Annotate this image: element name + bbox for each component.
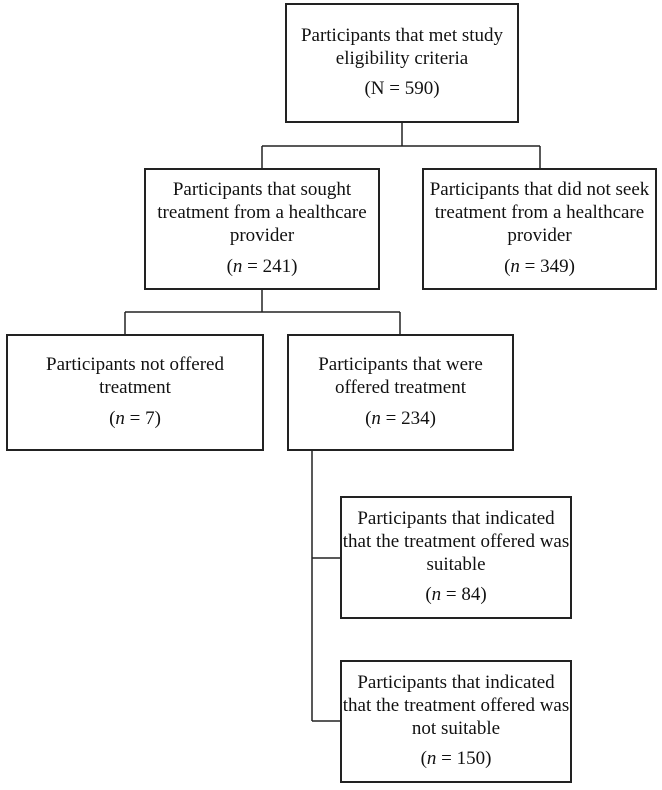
count-value: = 150 (436, 748, 486, 770)
count-variable: n (431, 584, 442, 606)
count-value: = 84 (441, 584, 481, 606)
sought-treatment-count: (n = 241) (226, 255, 298, 277)
eligible-participants-box: Participants that met study eligibility … (285, 3, 519, 123)
count-value: = 590 (384, 78, 434, 100)
treatment-suitable-box: Participants that indicated that the tre… (340, 496, 572, 619)
treatment-not-suitable-label: Participants that indicated that the tre… (342, 671, 570, 739)
offered-treatment-box: Participants that were offered treatment… (287, 334, 514, 451)
not-offered-treatment-box: Participants not offered treatment (n = … (6, 334, 264, 451)
count-value: = 234 (380, 407, 430, 429)
count-value: = 241 (242, 255, 292, 277)
treatment-suitable-label: Participants that indicated that the tre… (342, 507, 570, 575)
not-offered-treatment-count: (n = 7) (109, 407, 161, 429)
count-value: = 349 (519, 255, 569, 277)
did-not-seek-treatment-count: (n = 349) (504, 255, 575, 277)
sought-treatment-label: Participants that sought treatment from … (157, 179, 367, 246)
count-value: = 7 (124, 407, 155, 429)
eligible-participants-count: (N = 590) (364, 78, 440, 100)
count-variable: n (510, 255, 520, 277)
count-variable: n (371, 407, 381, 429)
treatment-suitable-count: (n = 84) (425, 584, 487, 606)
count-variable: n (232, 255, 243, 277)
count-variable: n (115, 407, 125, 429)
offered-treatment-count: (n = 234) (365, 407, 436, 429)
offered-treatment-label: Participants that were offered treatment (318, 354, 483, 399)
not-offered-treatment-label: Participants not offered treatment (46, 354, 224, 399)
eligible-participants-label: Participants that met study eligibility … (300, 24, 504, 69)
treatment-not-suitable-count: (n = 150) (420, 748, 492, 770)
count-variable: N (370, 78, 385, 100)
count-variable: n (426, 748, 437, 770)
treatment-not-suitable-box: Participants that indicated that the tre… (340, 660, 572, 783)
did-not-seek-treatment-label: Participants that did not seek treatment… (429, 179, 650, 246)
sought-treatment-box: Participants that sought treatment from … (144, 168, 380, 290)
did-not-seek-treatment-box: Participants that did not seek treatment… (422, 168, 657, 290)
